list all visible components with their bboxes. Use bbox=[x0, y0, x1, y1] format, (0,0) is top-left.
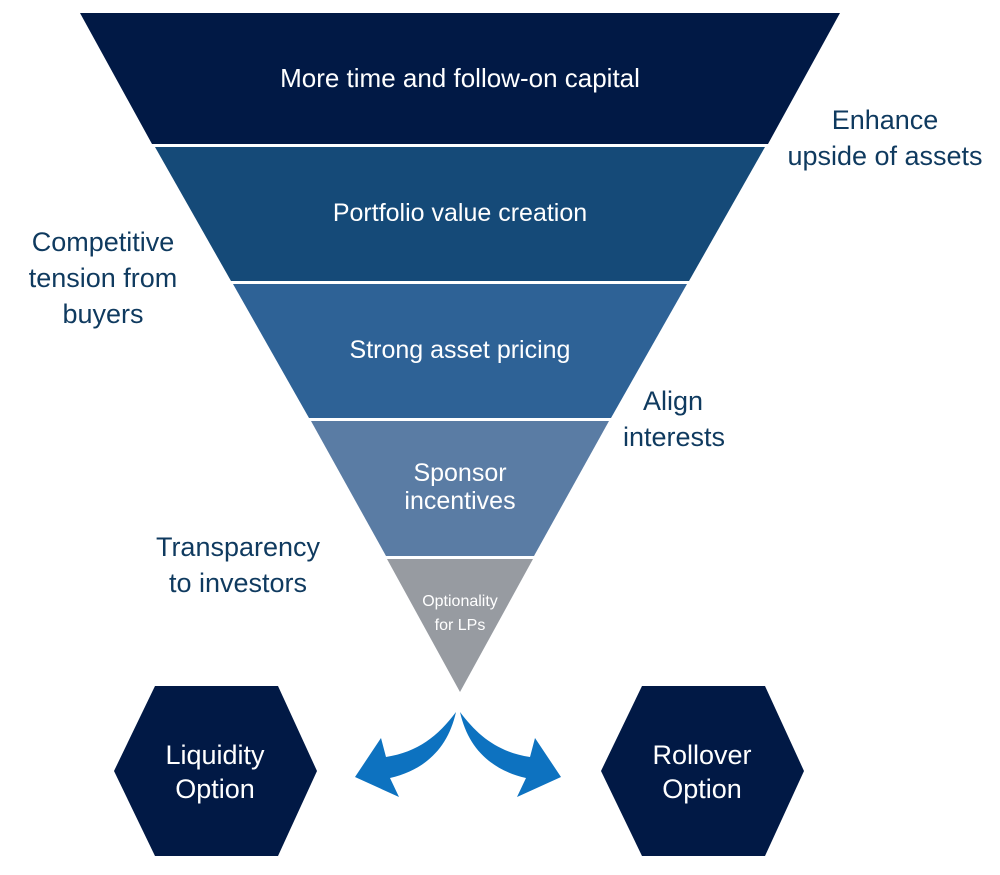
arrow-to-liquidity-icon bbox=[355, 712, 456, 797]
side-label-line: to investors bbox=[168, 568, 308, 598]
funnel-layer-sponsor-incentives bbox=[311, 421, 609, 556]
side-label-line: Transparency bbox=[155, 532, 321, 562]
side-label-line: tension from bbox=[28, 263, 178, 293]
funnel-layer-time-capital bbox=[80, 13, 840, 144]
transparency-label: Transparency to investors bbox=[133, 529, 343, 601]
layer-label-line: Sponsor bbox=[413, 459, 507, 487]
side-label-line: upside of assets bbox=[787, 141, 983, 171]
layer-label-line: for LPs bbox=[434, 617, 486, 634]
side-label-line: Competitive bbox=[31, 227, 175, 257]
layer-label-asset-pricing: Strong asset pricing bbox=[300, 334, 620, 366]
rollover-option-label: Rollover Option bbox=[617, 738, 787, 806]
hex-label-line: Liquidity bbox=[165, 740, 265, 770]
layer-label-value-creation: Portfolio value creation bbox=[230, 197, 690, 229]
layer-label-time-capital: More time and follow-on capital bbox=[160, 62, 760, 94]
layer-label-sponsor-incentives: Sponsor incentives bbox=[360, 459, 560, 515]
competitive-tension-label: Competitive tension from buyers bbox=[8, 224, 198, 332]
layer-label-line: Optionality bbox=[422, 593, 498, 610]
enhance-upside-label: Enhance upside of assets bbox=[775, 102, 995, 174]
hex-label-line: Rollover bbox=[652, 740, 752, 770]
layer-label-line: Portfolio value creation bbox=[332, 199, 588, 227]
funnel-layer-value-creation bbox=[155, 147, 765, 281]
side-label-line: buyers bbox=[62, 299, 144, 329]
liquidity-option-label: Liquidity Option bbox=[130, 738, 300, 806]
side-label-line: Enhance bbox=[831, 105, 939, 135]
layer-label-optionality: Optionality for LPs bbox=[390, 590, 530, 638]
side-label-line: interests bbox=[623, 422, 726, 452]
arrow-to-rollover-icon bbox=[460, 712, 561, 797]
layer-label-line: Strong asset pricing bbox=[349, 336, 571, 364]
hex-label-line: Option bbox=[662, 774, 742, 804]
rollover-option-hexagon bbox=[601, 686, 804, 856]
layer-label-line: incentives bbox=[404, 487, 516, 515]
hex-label-line: Option bbox=[175, 774, 255, 804]
funnel-layer-asset-pricing bbox=[233, 284, 687, 418]
layer-label-line: More time and follow-on capital bbox=[280, 63, 640, 93]
align-interests-label: Align interests bbox=[610, 383, 740, 455]
liquidity-option-hexagon bbox=[114, 686, 317, 856]
side-label-line: Align bbox=[643, 386, 704, 416]
funnel-layer-optionality bbox=[387, 559, 533, 692]
